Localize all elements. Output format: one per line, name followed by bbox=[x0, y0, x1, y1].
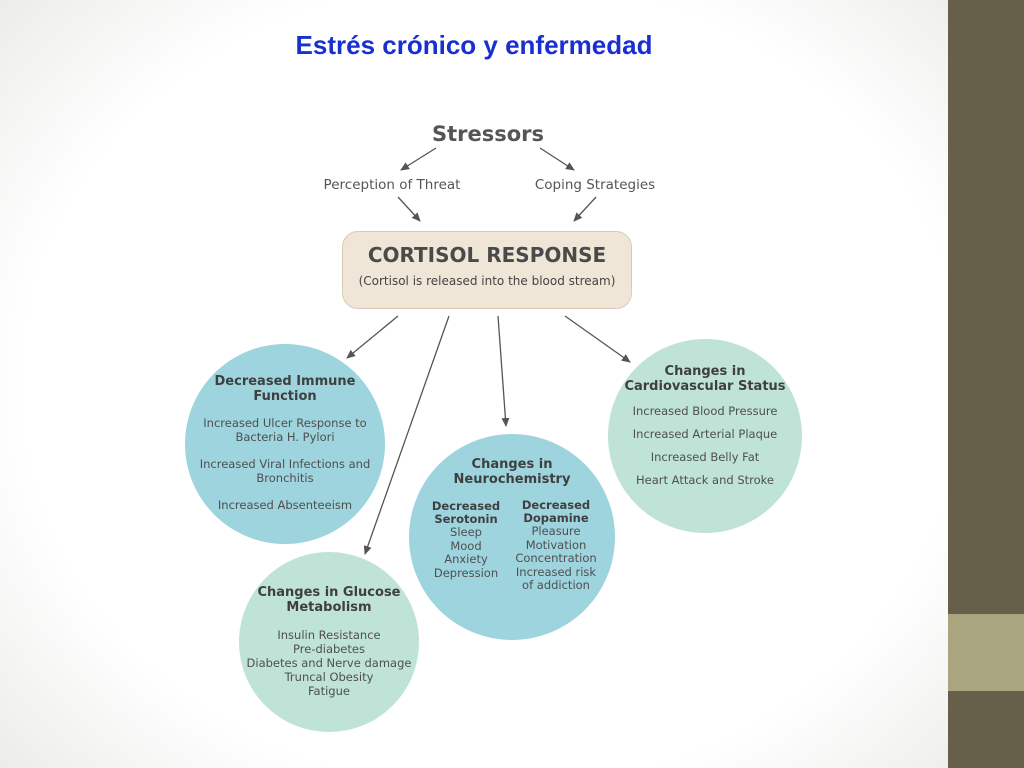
serotonin-column: Decreased Serotonin Sleep Mood Anxiety D… bbox=[428, 500, 504, 580]
serotonin-head-2: Serotonin bbox=[434, 512, 498, 526]
arrow-to-neuro bbox=[497, 315, 510, 427]
arrow-stressors-perception bbox=[400, 147, 437, 171]
neuro-circle bbox=[409, 434, 615, 640]
cardio-item: Increased Belly Fat bbox=[650, 450, 760, 464]
glucose-item: Fatigue bbox=[308, 684, 350, 698]
sidebar-accent-block bbox=[948, 614, 1024, 691]
cortisol-subtitle: (Cortisol is released into the blood str… bbox=[358, 274, 616, 288]
perception-label: Perception of Threat bbox=[323, 177, 461, 193]
arrow-stressors-coping bbox=[539, 147, 575, 171]
glucose-text: Changes in Glucose Metabolism Insulin Re… bbox=[239, 585, 419, 698]
serotonin-head-1: Decreased bbox=[431, 499, 501, 513]
dopamine-item: of addiction bbox=[522, 578, 590, 592]
dopamine-item: Motivation bbox=[525, 537, 587, 552]
arrow-to-glucose bbox=[363, 315, 450, 555]
glucose-item: Pre-diabetes bbox=[293, 642, 365, 656]
dopamine-head-2: Dopamine bbox=[523, 511, 589, 525]
immune-item: Increased Ulcer Response to bbox=[203, 416, 367, 430]
immune-item: Bacteria H. Pylori bbox=[235, 430, 335, 444]
cortisol-title: CORTISOL RESPONSE bbox=[367, 243, 607, 267]
serotonin-item: Sleep bbox=[450, 525, 482, 539]
coping-label: Coping Strategies bbox=[534, 177, 656, 193]
glucose-heading-2: Metabolism bbox=[286, 600, 372, 615]
arrow-perception-cortisol bbox=[397, 196, 421, 222]
cardio-heading-2: Cardiovascular Status bbox=[624, 379, 786, 394]
dopamine-item: Concentration bbox=[515, 551, 597, 565]
immune-heading-1: Decreased Immune bbox=[214, 374, 356, 389]
dopamine-item: Increased risk bbox=[515, 564, 597, 579]
immune-circle bbox=[185, 344, 385, 544]
stressors-label: Stressors bbox=[431, 122, 545, 146]
slide-background bbox=[0, 0, 948, 768]
glucose-item: Truncal Obesity bbox=[284, 670, 374, 684]
arrow-to-cardio bbox=[564, 315, 631, 363]
immune-item: Increased Viral Infections and bbox=[199, 457, 371, 471]
serotonin-item: Depression bbox=[433, 565, 499, 580]
neuro-heading: Changes in Neurochemistry bbox=[409, 457, 615, 487]
immune-text: Decreased Immune Function Increased Ulce… bbox=[185, 374, 385, 512]
glucose-item: Insulin Resistance bbox=[277, 628, 381, 642]
neuro-heading-2: Neurochemistry bbox=[453, 472, 571, 487]
cardio-item: Heart Attack and Stroke bbox=[636, 473, 774, 487]
dopamine-head-1: Decreased bbox=[521, 498, 591, 512]
cardio-text: Changes in Cardiovascular Status Increas… bbox=[608, 364, 802, 487]
cardio-heading-1: Changes in bbox=[664, 364, 746, 379]
cortisol-box bbox=[342, 231, 632, 309]
slide-title: Estrés crónico y enfermedad bbox=[295, 30, 653, 60]
diagram-arrows bbox=[346, 147, 631, 555]
arrow-to-immune bbox=[346, 315, 399, 359]
neuro-heading-1: Changes in bbox=[471, 457, 553, 472]
cardio-circle bbox=[608, 339, 802, 533]
immune-heading-2: Function bbox=[253, 389, 317, 404]
immune-item: Increased Absenteeism bbox=[217, 498, 353, 512]
serotonin-item: Mood bbox=[450, 538, 482, 553]
glucose-circle bbox=[239, 552, 419, 732]
immune-item: Bronchitis bbox=[256, 471, 314, 485]
dopamine-item: Pleasure bbox=[531, 524, 581, 538]
glucose-heading-1: Changes in Glucose bbox=[257, 585, 401, 600]
serotonin-item: Anxiety bbox=[444, 552, 488, 566]
cardio-item: Increased Arterial Plaque bbox=[632, 427, 778, 441]
arrow-coping-cortisol bbox=[573, 196, 597, 222]
glucose-item: Diabetes and Nerve damage bbox=[246, 656, 412, 670]
dopamine-column: Decreased Dopamine Pleasure Motivation C… bbox=[510, 499, 602, 593]
cardio-item: Increased Blood Pressure bbox=[632, 404, 778, 418]
